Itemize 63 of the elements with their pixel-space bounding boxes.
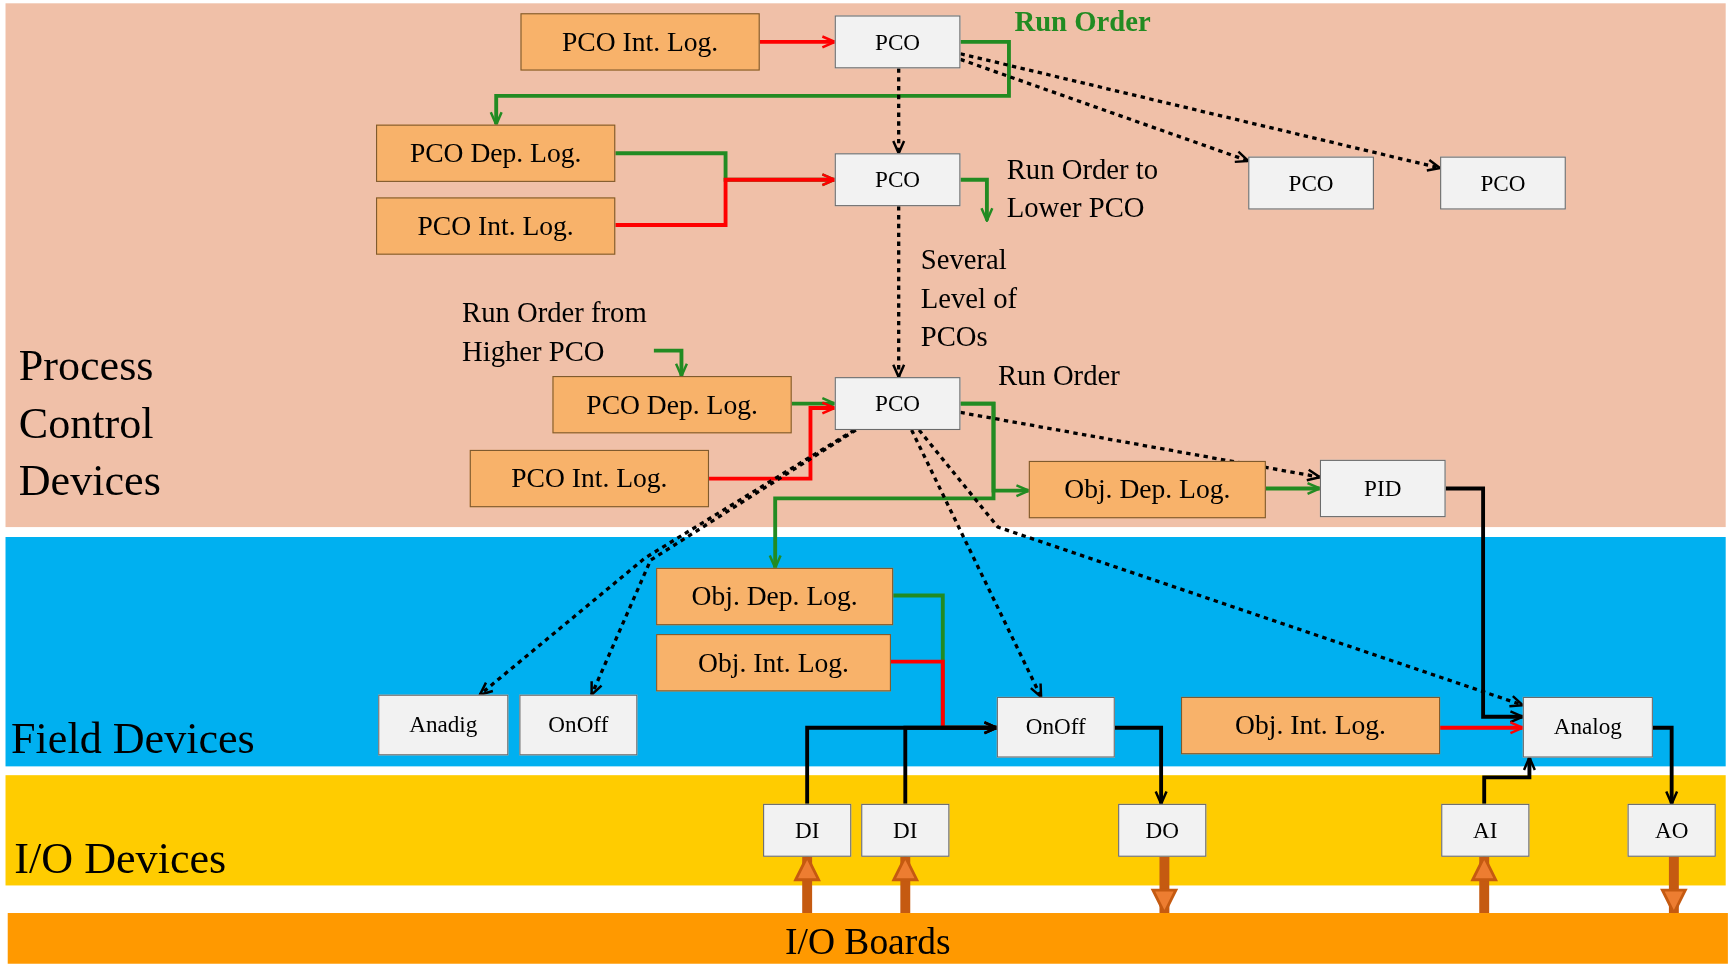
logic-box: PCO Dep. Log. [552,376,792,434]
logic-box: Obj. Int. Log. [1180,696,1441,755]
io-channel-box: DO [1118,803,1207,857]
arrow [615,173,836,227]
dotted-arrow [960,410,1322,482]
arrow [1114,725,1168,806]
arrow [1445,486,1525,724]
band-panel [5,3,1726,528]
dotted-arrow [590,428,857,696]
device-box: Analog [1522,696,1653,758]
arrow [489,39,1011,126]
arrow [1652,725,1679,806]
band-panel [5,537,1726,767]
block-arrow [1660,856,1687,915]
device-box: PCO [1440,156,1566,210]
band-title: Process Control Devices [18,339,162,508]
io-channel-box: AI [1441,803,1530,857]
logic-box: PCO Int. Log. [469,449,709,508]
arrow [759,35,836,49]
dotted-arrow [910,429,1043,699]
io-channel-box: DI [763,803,852,857]
edge-label: Run Order [1014,4,1152,40]
io-channel-box: AO [1627,803,1716,857]
logic-box: Obj. Dep. Log. [1028,460,1266,519]
band-title: I/O Devices [14,832,228,886]
device-box: PCO [834,15,961,69]
arrow [653,348,689,378]
block-arrow [794,855,821,913]
dotted-arrow [960,52,1442,172]
device-box: PID [1319,459,1446,518]
device-box: OnOff [519,694,638,756]
dotted-arrow [892,206,906,379]
arrow [709,401,836,481]
arrow [960,177,994,222]
dotted-arrow [892,68,906,155]
arrow [1482,756,1537,804]
block-arrow [892,855,919,913]
device-box: PCO [834,377,961,431]
block-arrow [1151,856,1178,915]
device-box: PCO [834,153,961,207]
dotted-arrow [917,429,1525,708]
device-box: OnOff [996,696,1115,758]
io-boards-bar: I/O Boards [7,913,1728,964]
block-arrow [1471,855,1498,913]
arrow [1265,481,1322,496]
arrow [903,721,999,804]
arrow [1440,721,1525,735]
logic-box: Obj. Int. Log. [656,634,891,692]
band-panel [5,775,1726,886]
logic-box: PCO Int. Log. [520,13,760,71]
io-channel-box: DI [861,803,950,857]
device-box: Anadig [378,694,509,756]
edge-label: Run Order to Lower PCO [1006,152,1160,226]
band-title: Field Devices [11,712,256,766]
edge-label: Run Order [997,358,1121,394]
logic-box: Obj. Dep. Log. [656,567,894,626]
edge-label: Several Level of PCOs [920,242,1019,355]
arrow [768,401,996,570]
logic-box: PCO Int. Log. [376,197,616,255]
edge-label: Run Order from Higher PCO [462,295,648,370]
dotted-arrow [959,57,1250,164]
logic-box: PCO Dep. Log. [376,124,616,182]
device-box: PCO [1248,156,1374,210]
